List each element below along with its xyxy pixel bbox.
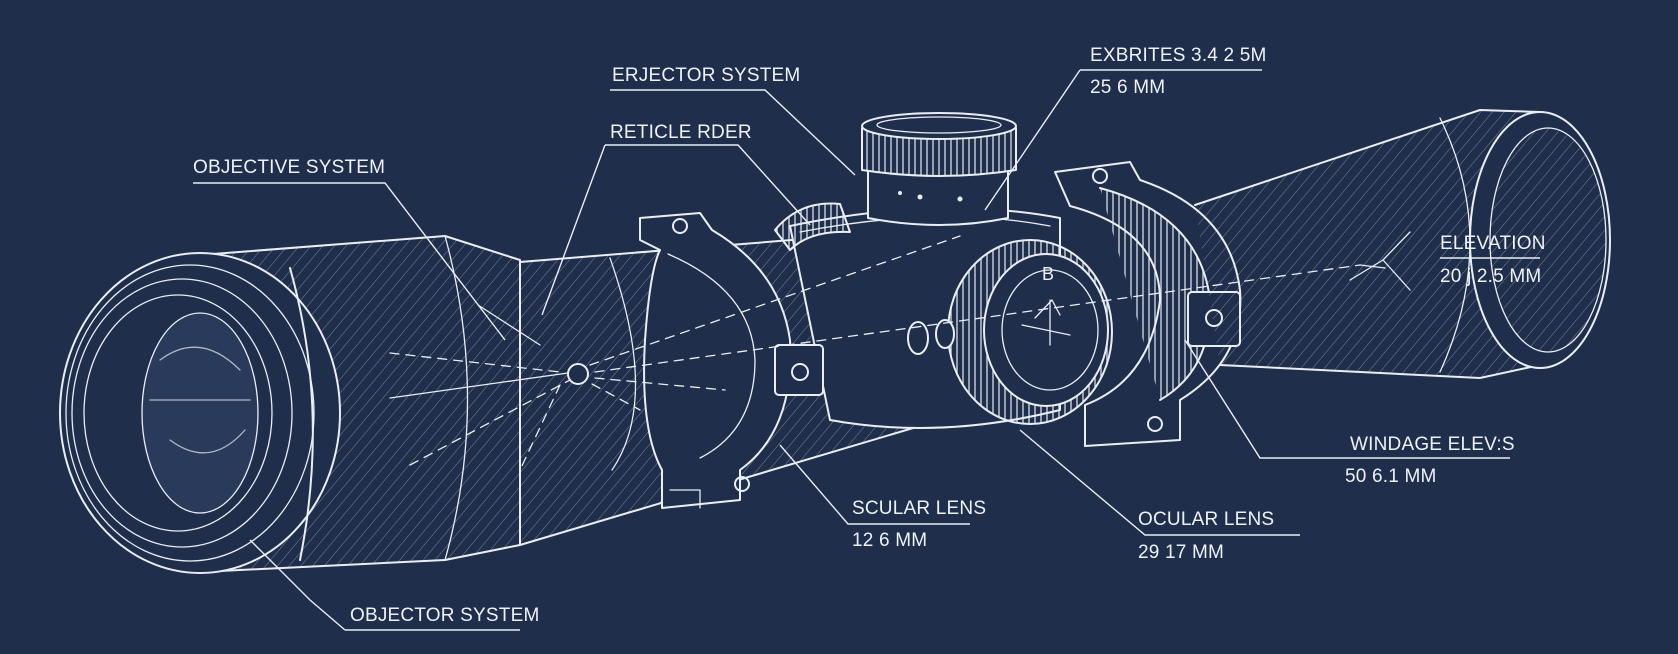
reticle-ring bbox=[774, 202, 851, 251]
objective-lens bbox=[83, 294, 273, 532]
label-scular-lens: SCULAR LENS bbox=[852, 498, 986, 519]
reticle-focal-point bbox=[567, 363, 589, 385]
windage-knob[interactable]: B bbox=[947, 239, 1113, 425]
optical-rays bbox=[389, 231, 1411, 471]
label-objective-system: OBJECTIVE SYSTEM bbox=[193, 157, 385, 178]
label-windage: WINDAGE ELEV:S bbox=[1350, 434, 1515, 455]
label-exbrites: EXBRITES 3.4 2 5M bbox=[1090, 45, 1267, 66]
label-objector-system: OBJECTOR SYSTEM bbox=[350, 605, 540, 626]
leader-lines bbox=[193, 69, 1540, 631]
label-windage-dim: 50 6.1 MM bbox=[1345, 466, 1437, 487]
label-scular-dim: 12 6 MM bbox=[852, 530, 927, 551]
label-reticle: RETICLE RDER bbox=[610, 122, 752, 143]
label-exbrites-dim: 25 6 MM bbox=[1090, 77, 1165, 98]
label-ocular-lens: OCULAR LENS bbox=[1138, 509, 1274, 530]
label-elevation-dim: 20 j 2.5 MM bbox=[1440, 266, 1541, 287]
label-elevation: ELEVATION bbox=[1440, 233, 1546, 254]
label-erector-system: ERJECTOR SYSTEM bbox=[612, 65, 800, 86]
elevation-turret[interactable] bbox=[861, 112, 1017, 226]
eyepiece bbox=[1194, 109, 1611, 379]
objective-bell bbox=[59, 235, 521, 574]
front-scope-ring bbox=[639, 212, 824, 509]
label-ocular-dim: 29 17 MM bbox=[1138, 542, 1224, 563]
labels: ERJECTOR SYSTEM EXBRITES 3.4 2 5M 25 6 M… bbox=[193, 45, 1546, 626]
knob-mark: B bbox=[1042, 264, 1054, 284]
turret-saddle: B bbox=[774, 112, 1113, 429]
parallax-pin bbox=[907, 321, 929, 355]
